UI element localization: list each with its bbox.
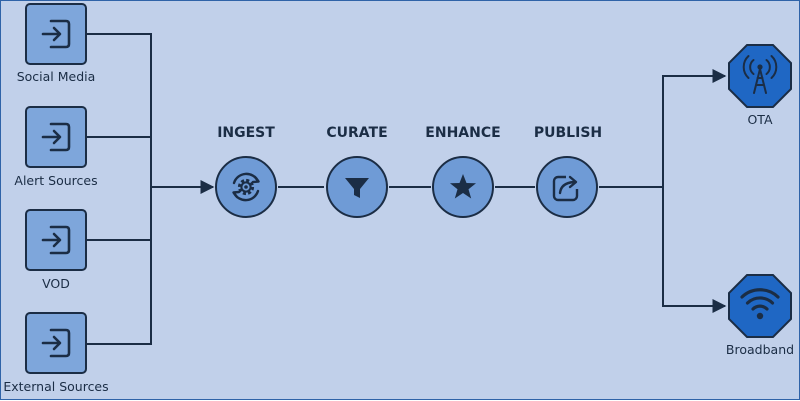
stage-label-publish: PUBLISH	[533, 125, 603, 141]
stage-label-ingest: INGEST	[217, 125, 275, 141]
stage-label-curate: CURATE	[326, 125, 388, 141]
stage-publish[interactable]	[536, 156, 598, 218]
wifi-icon	[728, 274, 792, 338]
sign-in-icon	[41, 122, 71, 152]
source-vod[interactable]	[25, 209, 87, 271]
source-external-sources[interactable]	[25, 312, 87, 374]
stage-curate[interactable]	[326, 156, 388, 218]
sign-in-icon	[41, 19, 71, 49]
output-label-ota: OTA	[747, 112, 773, 127]
source-label-alert-sources: Alert Sources	[14, 173, 98, 188]
broadcast-tower-icon	[728, 44, 792, 108]
source-label-social-media: Social Media	[16, 69, 96, 84]
stage-enhance[interactable]	[432, 156, 494, 218]
gear-cycle-icon	[232, 172, 260, 202]
output-ota[interactable]	[727, 43, 793, 109]
share-icon	[552, 171, 584, 202]
filter-icon	[345, 178, 369, 198]
stage-ingest[interactable]	[215, 156, 277, 218]
output-label-broadband: Broadband	[725, 342, 795, 357]
star-icon	[450, 174, 476, 199]
source-alert-sources[interactable]	[25, 106, 87, 168]
source-label-vod: VOD	[42, 276, 70, 291]
source-social-media[interactable]	[25, 3, 87, 65]
sign-in-icon	[41, 225, 71, 255]
output-broadband[interactable]	[727, 273, 793, 339]
stage-label-enhance: ENHANCE	[425, 125, 501, 141]
source-label-external-sources: External Sources	[3, 379, 109, 394]
sign-in-icon	[41, 328, 71, 358]
